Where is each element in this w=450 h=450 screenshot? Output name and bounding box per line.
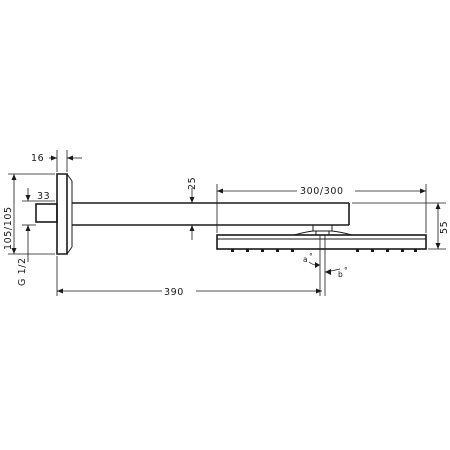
shower-arm	[72, 202, 350, 226]
dim-arm-length: 390	[56, 256, 322, 298]
dim-label-arm-height: 25	[187, 177, 198, 190]
dim-label-thread: G 1/2	[17, 257, 28, 286]
dim-label-arm-length: 390	[164, 287, 184, 298]
dim-label-wall-offset: 105/105	[3, 206, 14, 250]
shower-head	[216, 234, 427, 250]
dim-arm-height: 25	[187, 177, 198, 240]
dim-thread: G 1/2	[17, 240, 29, 286]
dim-label-head-height: 55	[439, 221, 450, 234]
dim-head-height: 55	[352, 202, 450, 250]
dim-head-size: 300/300	[216, 183, 427, 233]
dim-label-plate-thickness: 16	[31, 153, 44, 164]
dim-wall-offset: 105/105	[3, 173, 55, 255]
dim-label-angle-b-degree: °	[344, 266, 348, 275]
shower-head-nozzles	[231, 249, 417, 252]
thread-stub	[35, 203, 58, 223]
dim-flange: 33	[22, 188, 55, 240]
dim-label-angle-a: a	[303, 255, 308, 264]
dim-plate-thickness: 16	[31, 150, 82, 172]
wall-plate	[56, 173, 73, 255]
arm-joint	[293, 224, 353, 236]
dim-label-angle-b: b	[338, 270, 343, 279]
dim-label-flange: 33	[37, 191, 50, 202]
dim-label-angle-a-degree: °	[309, 252, 313, 261]
dim-angles: a ° b °	[303, 235, 348, 296]
dim-label-head-size: 300/300	[300, 186, 344, 197]
